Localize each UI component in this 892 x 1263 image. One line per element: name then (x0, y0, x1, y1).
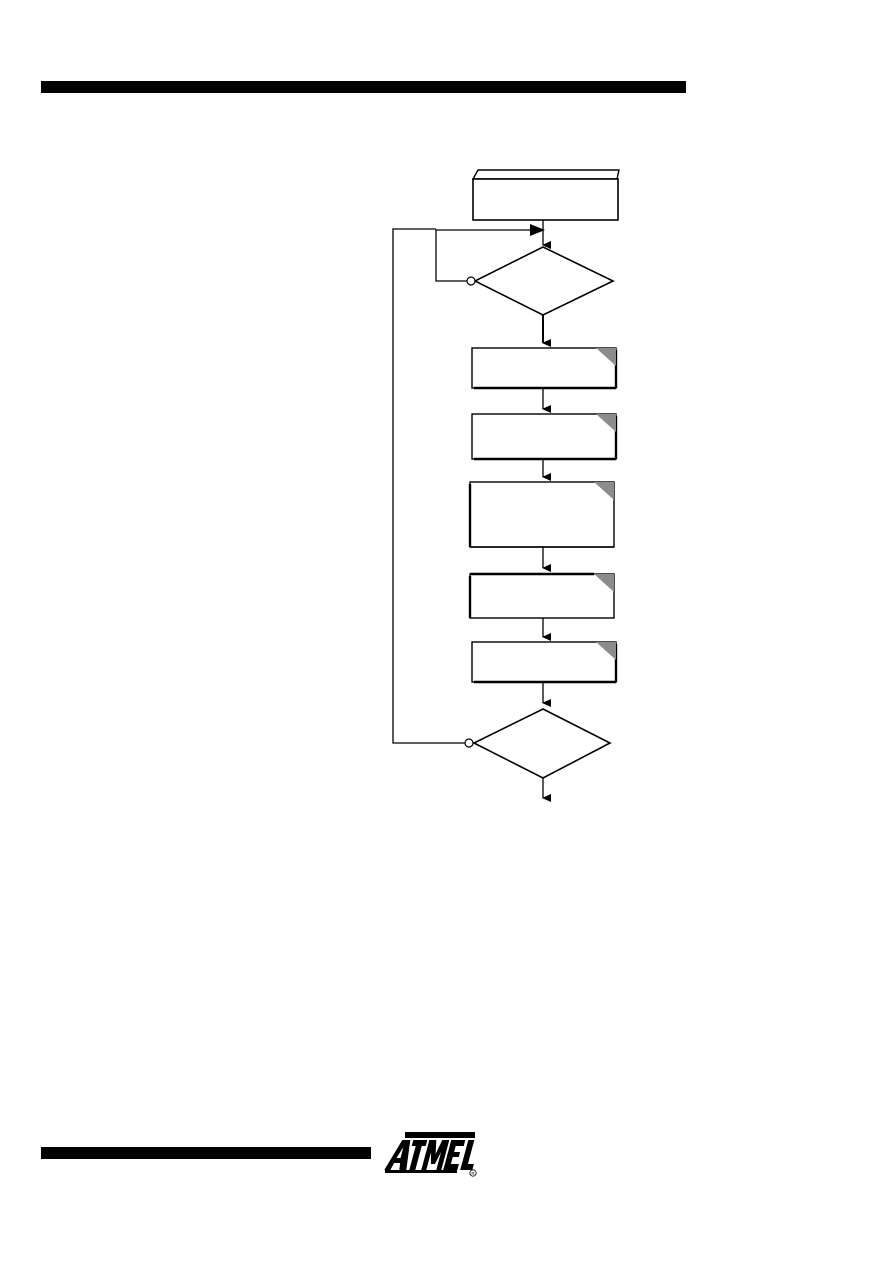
atmel-logo: R (384, 1132, 477, 1177)
footer-rule (41, 1147, 371, 1159)
header-rule (41, 81, 686, 93)
step-3 (468, 481, 615, 548)
start-box (471, 169, 620, 221)
step-4 (468, 572, 615, 619)
decision-1-loop (435, 224, 545, 286)
decision-2-loop (392, 228, 474, 748)
step-1 (471, 347, 618, 390)
step-5 (471, 641, 618, 684)
decision-1 (473, 246, 615, 316)
step-2 (471, 413, 618, 461)
svg-text:R: R (471, 1171, 475, 1176)
decision-2 (472, 708, 612, 779)
